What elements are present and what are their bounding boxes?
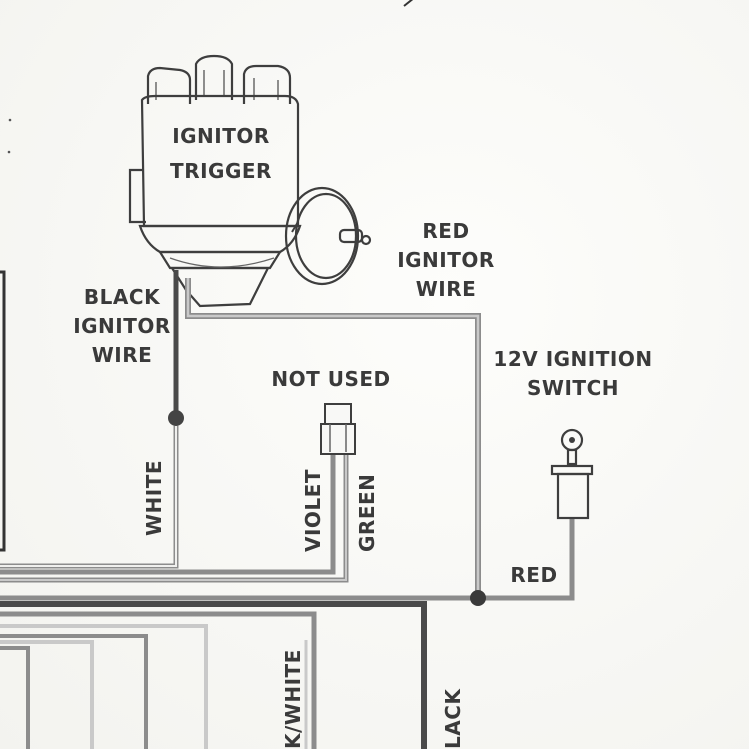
vacuum-advance (284, 186, 372, 286)
canister-link (291, 221, 299, 233)
connector-top (324, 403, 352, 427)
white-label: WHITE (142, 460, 166, 536)
black-ignitor-wire-label-line3: WIRE (92, 343, 153, 367)
distributor-tower (242, 64, 292, 104)
speck (7, 150, 11, 154)
red-junction (470, 590, 486, 606)
not-used-label: NOT USED (271, 367, 390, 391)
violet-wire (0, 452, 336, 575)
black-harness-wire (0, 601, 427, 749)
connector-body (320, 423, 356, 455)
green-wire-core (0, 452, 347, 581)
switch-bezel (550, 464, 594, 476)
collar-line (169, 257, 275, 268)
ignition-switch-label-line2: SWITCH (527, 376, 619, 400)
red-wire (0, 518, 575, 601)
red-ignitor-wire-label-line2: IGNITOR (397, 248, 495, 272)
green-label: GREEN (355, 474, 379, 552)
distributor-shaft-housing (169, 266, 270, 308)
red-ignitor-wire-core (186, 278, 480, 598)
harness-wire (0, 624, 208, 749)
vacuum-nipple (338, 228, 364, 244)
key-hole (569, 437, 575, 443)
not-used-connector (320, 403, 356, 455)
distributor (128, 54, 302, 308)
green-wire (0, 452, 349, 583)
vacuum-canister-outer (284, 186, 360, 286)
distributor-collar (158, 250, 282, 270)
tower-detail (155, 70, 279, 100)
black-ignitor-wire-label-line2: IGNITOR (73, 314, 171, 338)
ignitor-trigger-label-line2: TRIGGER (170, 159, 272, 183)
black-white-harness-wire (0, 611, 317, 749)
violet-label: VIOLET (301, 469, 325, 552)
switch-body (556, 472, 590, 520)
red-ignitor-wire-label-line1: RED (422, 219, 469, 243)
distributor-base (138, 224, 302, 254)
red-ignitor-wire-label-line3: WIRE (416, 277, 477, 301)
cap-side-lug (128, 168, 146, 224)
red-label: RED (510, 563, 557, 587)
harness-wire (0, 646, 30, 749)
harness-wire (0, 640, 94, 749)
black-white-splice (168, 410, 184, 426)
ignition-switch-label-line1: 12V IGNITION (493, 347, 652, 371)
pen-mark (403, 0, 414, 7)
k-white-label: K/WHITE (281, 649, 305, 749)
speck (8, 118, 12, 122)
black-ignitor-wire-label-line1: BLACK (84, 285, 161, 309)
vacuum-port (360, 234, 372, 246)
white-wire-core (0, 426, 177, 567)
distributor-tower (146, 66, 192, 104)
module-edge (0, 270, 6, 552)
vacuum-canister-inner (294, 192, 358, 280)
harness-wire (0, 634, 148, 749)
distributor-cap (140, 94, 300, 228)
lack-label: LACK (441, 688, 465, 749)
connector-pins (329, 424, 347, 452)
ignitor-trigger-label-line1: IGNITOR (172, 124, 270, 148)
distributor-tower (194, 54, 234, 100)
ignition-switch (550, 428, 594, 520)
key-stem (566, 448, 578, 466)
